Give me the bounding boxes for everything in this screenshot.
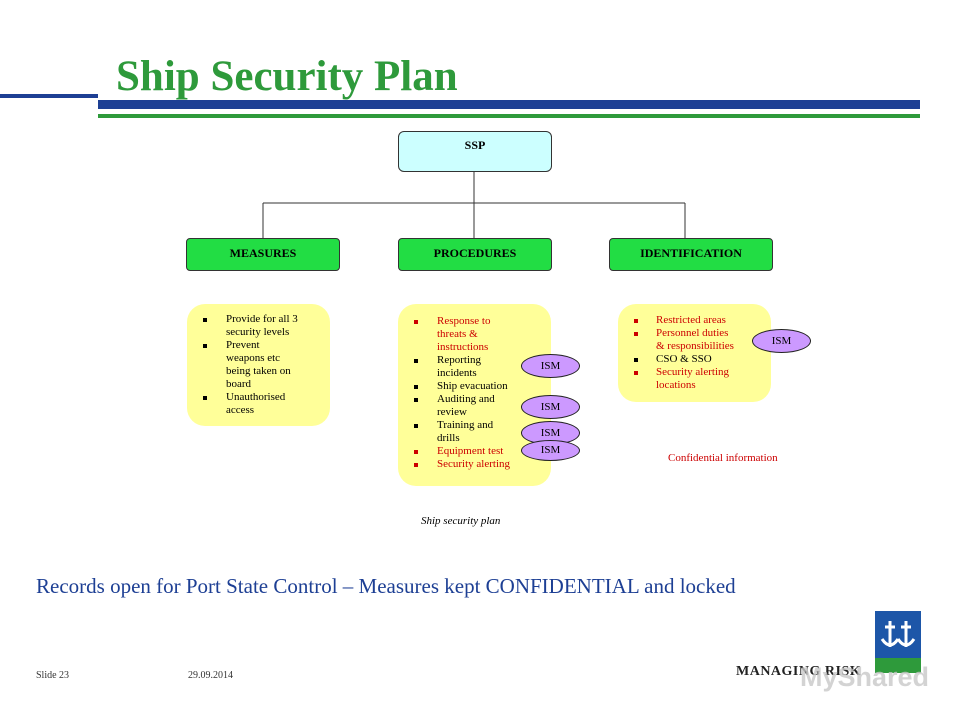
logo-green-strip: [875, 658, 921, 673]
ism-badge: ISM: [521, 395, 580, 419]
procedures-item-5-line-1: Training and: [437, 419, 494, 431]
bullet-marker: [203, 396, 207, 400]
records-statement: Records open for Port State Control – Me…: [36, 574, 736, 598]
bullet-marker: [634, 371, 638, 375]
bullet-marker: [414, 385, 418, 389]
measures-note: [187, 304, 330, 426]
bullet-marker: [414, 450, 418, 454]
node-procedures-label: PROCEDURES: [433, 246, 517, 260]
header-rule-blue: [98, 100, 920, 109]
node-measures-label: MEASURES: [229, 246, 297, 260]
anchor-icon: [880, 621, 916, 647]
procedures-item-4-line-1: Auditing and: [437, 393, 495, 405]
bullet-marker: [414, 320, 418, 324]
node-identification: IDENTIFICATION: [609, 238, 773, 271]
identification-item-1-line-1: Restricted areas: [656, 314, 726, 326]
ism-badge: ISM: [752, 329, 811, 353]
slide-date: 29.09.2014: [188, 670, 233, 681]
identification-item-4-line-1: Security alerting: [656, 366, 730, 378]
root-node-label: SSP: [464, 138, 486, 152]
diagram-caption: Ship security plan: [421, 515, 501, 527]
ism-badge-label: ISM: [540, 401, 561, 413]
node-measures: MEASURES: [186, 238, 340, 271]
ism-badge-label: ISM: [540, 444, 561, 456]
bullet-marker: [634, 319, 638, 323]
bullet-marker: [203, 344, 207, 348]
procedures-item-2-line-1: Reporting: [437, 354, 481, 366]
procedures-item-4-line-2: review: [437, 406, 467, 418]
ism-badge-label: ISM: [540, 427, 561, 439]
ism-badge-label: ISM: [540, 360, 561, 372]
measures-item-2-line-3: being taken on: [226, 365, 291, 377]
measures-item-3-line-1: Unauthorised: [226, 391, 286, 403]
measures-item-2-line-1: Prevent: [226, 339, 260, 351]
measures-item-1-line-2: security levels: [226, 326, 290, 338]
node-identification-label: IDENTIFICATION: [640, 246, 742, 260]
measures-item-3-line-2: access: [226, 404, 255, 416]
bullet-marker: [414, 398, 418, 402]
confidential-label: Confidential information: [668, 452, 778, 464]
bullet-marker: [414, 424, 418, 428]
procedures-item-6-line-1: Equipment test: [437, 445, 504, 457]
slide-number: Slide 23: [36, 670, 70, 681]
measures-item-1-line-1: Provide for all 3: [226, 313, 298, 325]
identification-item-4-line-2: locations: [656, 379, 696, 391]
procedures-item-2-line-2: incidents: [437, 367, 477, 379]
bullet-marker: [414, 359, 418, 363]
identification-note: [618, 304, 771, 402]
ism-badge-label: ISM: [771, 335, 792, 347]
bullet-marker: [634, 332, 638, 336]
bullet-marker: [414, 463, 418, 467]
identification-item-2-line-2: & responsibilities: [656, 340, 734, 352]
slide-title: Ship Security Plan: [116, 53, 458, 100]
procedures-item-1-line-3: instructions: [437, 341, 489, 353]
ism-badge: ISM: [521, 354, 580, 378]
procedures-item-5-line-2: drills: [437, 432, 460, 444]
footer-brand: MANAGING RISK: [736, 664, 862, 679]
bullet-marker: [203, 318, 207, 322]
identification-item-3-line-1: CSO & SSO: [656, 353, 712, 365]
watermark: MyShared: [800, 662, 930, 692]
node-procedures: PROCEDURES: [398, 238, 552, 271]
measures-item-2-line-4: board: [226, 378, 252, 390]
measures-item-2-line-2: weapons etc: [226, 352, 281, 364]
bullet-marker: [634, 358, 638, 362]
procedures-item-7-line-1: Security alerting: [437, 458, 511, 470]
procedures-item-1-line-1: Response to: [437, 315, 491, 327]
procedures-item-3-line-1: Ship evacuation: [437, 380, 508, 392]
header-rule-left: [0, 94, 98, 98]
ism-badge: ISM: [521, 440, 580, 461]
company-logo: [875, 611, 921, 665]
procedures-item-1-line-2: threats &: [437, 328, 478, 340]
identification-item-2-line-1: Personnel duties: [656, 327, 729, 339]
root-node-ssp: SSP: [398, 131, 552, 172]
header-rule-green: [98, 114, 920, 118]
